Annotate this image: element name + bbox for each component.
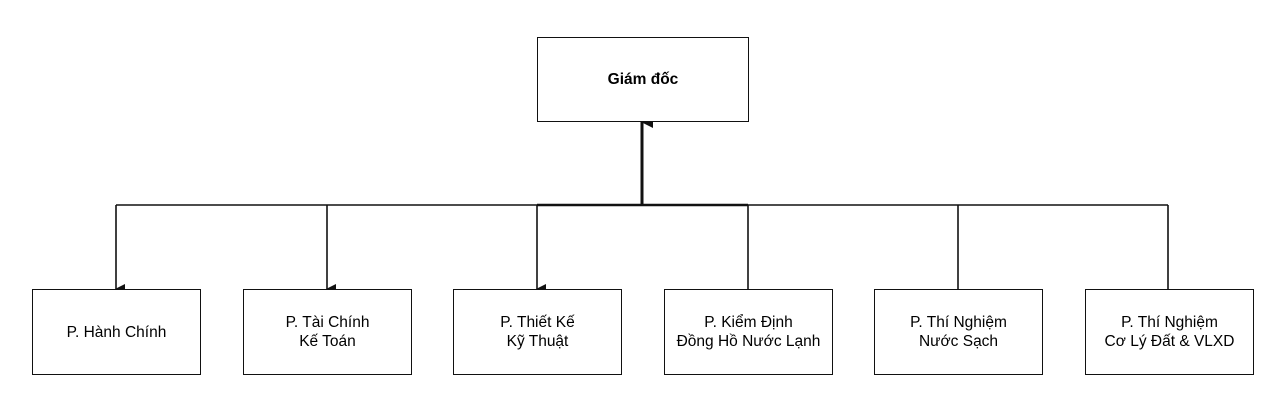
- department-label-line: P. Thí Nghiệm: [910, 314, 1007, 331]
- department-label-line: P. Kiểm Định: [704, 314, 793, 331]
- department-label-line: Đồng Hồ Nước Lạnh: [676, 333, 821, 350]
- department-label-line: Nước Sạch: [918, 333, 999, 350]
- department-node: P. Thiết Kế Kỹ Thuật: [453, 289, 622, 375]
- department-label-line: P. Tài Chính: [285, 314, 370, 331]
- department-label-line: Cơ Lý Đất & VLXD: [1104, 333, 1235, 350]
- department-label-line: P. Thí Nghiệm: [1121, 314, 1218, 331]
- department-label-line: P. Hành Chính: [66, 323, 167, 341]
- department-label-line: P. Thiết Kế: [500, 314, 575, 331]
- department-label-line: Kế Toán: [299, 333, 356, 350]
- department-node: P. Thí Nghiệm Cơ Lý Đất & VLXD: [1085, 289, 1254, 375]
- department-label-line: Kỹ Thuật: [506, 333, 569, 350]
- root-node-director: Giám đốc: [537, 37, 749, 122]
- department-node: P. Tài Chính Kế Toán: [243, 289, 412, 375]
- root-node-label: Giám đốc: [607, 71, 679, 88]
- department-node: P. Hành Chính: [32, 289, 201, 375]
